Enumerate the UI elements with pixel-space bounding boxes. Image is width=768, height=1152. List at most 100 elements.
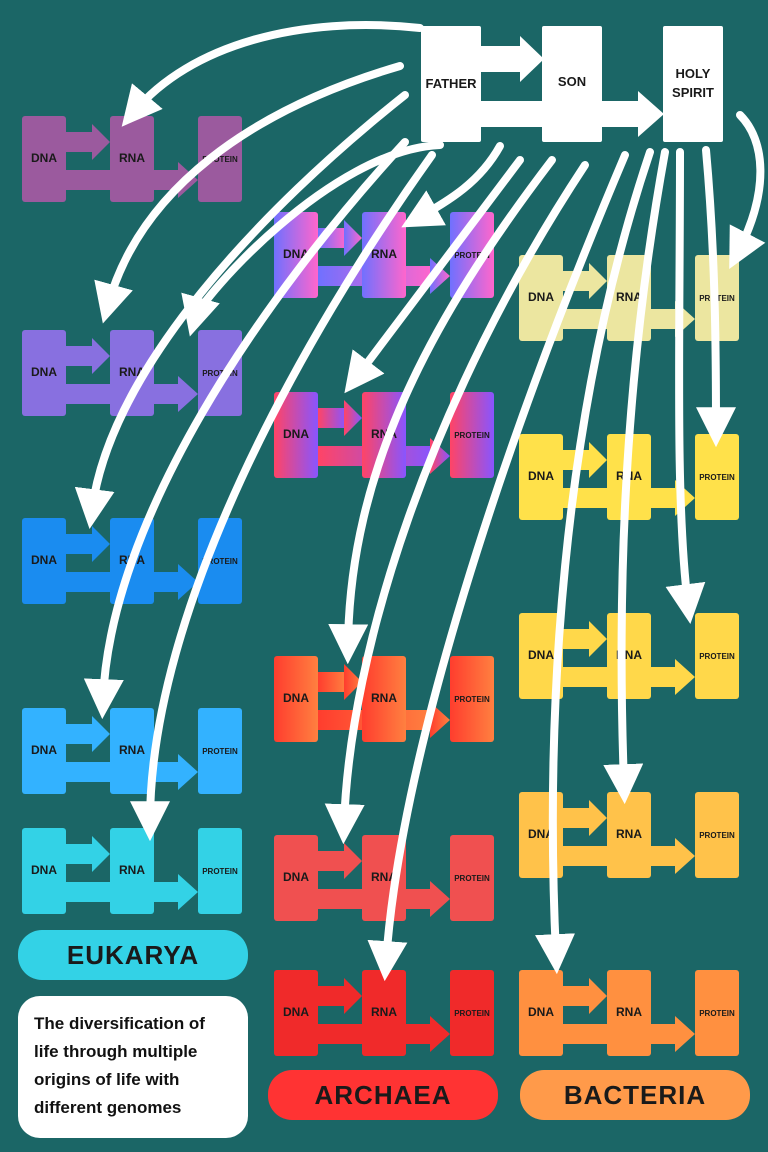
dna-rna-arrow-shaft — [66, 844, 94, 864]
protein-label: PROTEIN — [699, 831, 735, 840]
lineage-arrow-13 — [665, 148, 706, 625]
rna-box — [362, 656, 406, 742]
lineage-arrow-6 — [401, 142, 504, 228]
lineage-arrow-1 — [121, 21, 424, 127]
father-son-arrow-shaft — [478, 46, 524, 72]
protein-box — [695, 970, 739, 1056]
lineage-arrow-10 — [367, 151, 629, 982]
dna-protein-arrow-head — [675, 838, 695, 874]
rna-box — [110, 828, 154, 914]
lineage-arrow-15 — [729, 111, 766, 270]
caption-text: The diversification of life through mult… — [18, 996, 248, 1138]
protein-box — [695, 434, 739, 520]
father-spirit-arrow-head — [638, 91, 664, 137]
dna-box — [519, 434, 563, 520]
protein-label: PROTEIN — [202, 369, 238, 378]
holy-spirit-label-line1: HOLY — [676, 66, 711, 81]
protein-box — [198, 708, 242, 794]
dna-rna-arrow-head — [92, 124, 110, 160]
protein-box — [198, 518, 242, 604]
lineage-arrow-16 — [181, 141, 444, 337]
archaea-label: ARCHAEA — [268, 1070, 498, 1120]
dna-label: DNA — [31, 553, 57, 567]
dna-label: DNA — [283, 691, 309, 705]
rna-label: RNA — [371, 1005, 397, 1019]
dna-protein-arrow-head — [178, 874, 198, 910]
protein-box — [450, 392, 494, 478]
dna-rna-arrow-shaft — [563, 808, 591, 828]
son-box — [542, 26, 602, 142]
rna-box — [362, 212, 406, 298]
dna-rna-arrow-shaft — [563, 629, 591, 649]
dna-label: DNA — [31, 365, 57, 379]
lineage-arrow-8 — [328, 156, 556, 665]
dna-rna-arrow-shaft — [563, 986, 591, 1006]
protein-box — [450, 656, 494, 742]
dna-rna-arrow-shaft — [318, 986, 346, 1006]
dna-protein-arrow-head — [178, 754, 198, 790]
dna-rna-arrow-shaft — [66, 724, 94, 744]
dna-box — [519, 613, 563, 699]
protein-label: PROTEIN — [454, 1009, 490, 1018]
lineage-arrow-7 — [344, 156, 524, 394]
dna-box — [22, 518, 66, 604]
rna-label: RNA — [371, 247, 397, 261]
protein-box — [695, 792, 739, 878]
eukarya-label: EUKARYA — [18, 930, 248, 980]
father-son-arrow-head — [520, 36, 544, 82]
dna-rna-arrow-head — [344, 400, 362, 436]
dna-rna-arrow-head — [92, 716, 110, 752]
protein-label: PROTEIN — [699, 473, 735, 482]
dna-rna-arrow-head — [92, 836, 110, 872]
dna-rna-arrow-head — [589, 263, 607, 299]
lineage-arrow-4 — [83, 138, 409, 720]
rna-label: RNA — [371, 870, 397, 884]
rna-box — [607, 792, 651, 878]
protein-box — [450, 835, 494, 921]
dna-protein-arrow-head — [675, 659, 695, 695]
dna-box — [274, 212, 318, 298]
dna-box — [274, 835, 318, 921]
dna-rna-arrow-head — [92, 338, 110, 374]
protein-label: PROTEIN — [202, 747, 238, 756]
dna-rna-arrow-head — [589, 621, 607, 657]
lineage-arrow-5 — [130, 151, 436, 842]
dna-label: DNA — [528, 1005, 554, 1019]
rna-label: RNA — [119, 743, 145, 757]
protein-label: PROTEIN — [699, 652, 735, 661]
dna-rna-arrow-head — [589, 800, 607, 836]
dna-protein-arrow-head — [178, 376, 198, 412]
son-label: SON — [558, 74, 586, 89]
protein-box — [450, 970, 494, 1056]
dna-protein-arrow-head — [430, 881, 450, 917]
dna-box — [274, 392, 318, 478]
dna-rna-arrow-head — [344, 220, 362, 256]
rna-box — [110, 708, 154, 794]
dna-box — [519, 255, 563, 341]
dna-rna-arrow-head — [344, 843, 362, 879]
dna-box — [274, 656, 318, 742]
protein-box — [695, 613, 739, 699]
dna-label: DNA — [528, 827, 554, 841]
dna-label: DNA — [31, 863, 57, 877]
dna-protein-arrow-head — [430, 702, 450, 738]
rna-box — [607, 970, 651, 1056]
rna-label: RNA — [119, 863, 145, 877]
dna-label: DNA — [283, 427, 309, 441]
lineage-arrow-12 — [603, 148, 669, 805]
protein-label: PROTEIN — [202, 557, 238, 566]
protein-label: PROTEIN — [454, 251, 490, 260]
dna-label: DNA — [283, 870, 309, 884]
rna-label: RNA — [616, 1005, 642, 1019]
dna-rna-arrow-head — [589, 978, 607, 1014]
